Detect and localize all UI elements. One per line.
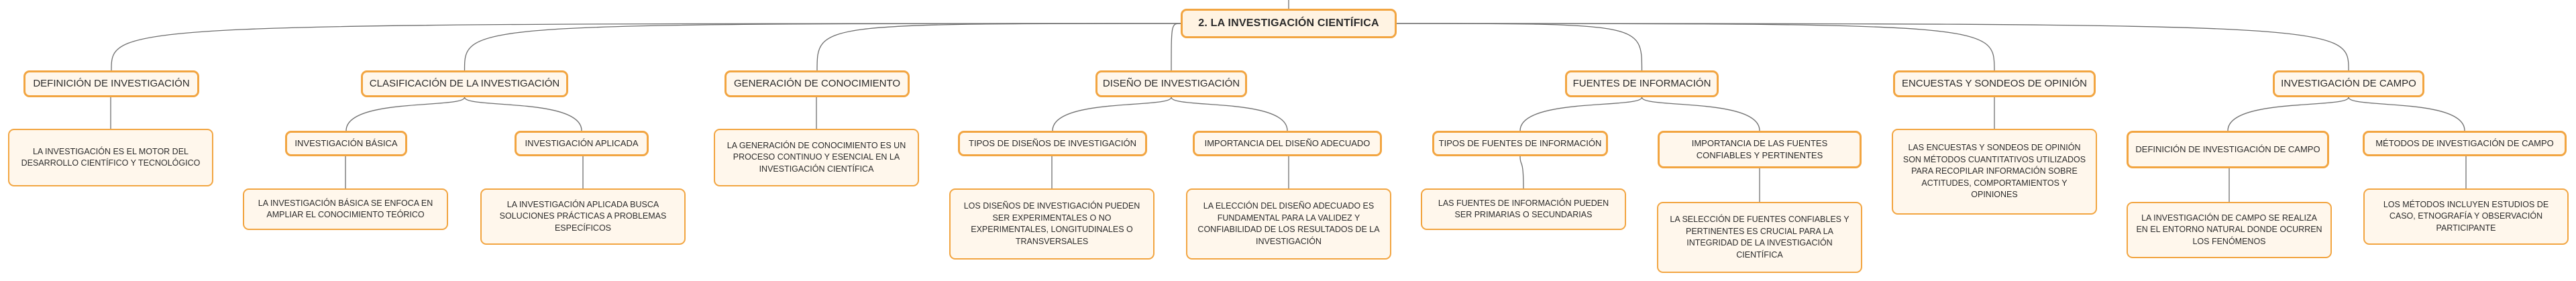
- connector-c3-s2: [1052, 97, 1172, 131]
- connector-root-c3: [1171, 23, 1181, 71]
- detail-metodos-campo: LOS MÉTODOS INCLUYEN ESTUDIOS DE CASO, E…: [2363, 188, 2569, 245]
- connector-c6-s7: [2348, 97, 2465, 131]
- detail-importancia-diseno: LA ELECCIÓN DEL DISEÑO ADECUADO ES FUNDA…: [1186, 188, 1391, 260]
- detail-generacion: LA GENERACIÓN DE CONOCIMIENTO ES UN PROC…: [714, 129, 919, 186]
- detail-basica: LA INVESTIGACIÓN BÁSICA SE ENFOCA EN AMP…: [243, 188, 448, 230]
- connector-c3-s3: [1171, 97, 1288, 131]
- category-definicion-investigacion[interactable]: DEFINICIÓN DE INVESTIGACIÓN: [23, 70, 199, 97]
- connector-root-c0: [111, 23, 1181, 71]
- category-diseno-investigacion[interactable]: DISEÑO DE INVESTIGACIÓN: [1095, 70, 1247, 97]
- subtopic-tipos-disenos[interactable]: TIPOS DE DISEÑOS DE INVESTIGACIÓN: [958, 131, 1147, 156]
- detail-definicion: LA INVESTIGACIÓN ES EL MOTOR DEL DESARRO…: [8, 129, 213, 186]
- connector-c4-s5: [1641, 97, 1760, 131]
- subtopic-importancia-diseno[interactable]: IMPORTANCIA DEL DISEÑO ADECUADO: [1193, 131, 1382, 156]
- subtopic-importancia-fuentes[interactable]: IMPORTANCIA DE LAS FUENTES CONFIABLES Y …: [1658, 131, 1862, 168]
- category-clasificacion-investigacion[interactable]: CLASIFICACIÓN DE LA INVESTIGACIÓN: [361, 70, 568, 97]
- connector-s4-d6: [1519, 156, 1524, 189]
- connector-root-c2: [816, 23, 1181, 71]
- connector-root-c5: [1396, 23, 1995, 71]
- subtopic-investigacion-basica[interactable]: INVESTIGACIÓN BÁSICA: [285, 131, 407, 156]
- detail-tipos-disenos: LOS DISEÑOS DE INVESTIGACIÓN PUEDEN SER …: [949, 188, 1155, 260]
- connector-root-c6: [1396, 23, 2349, 71]
- category-investigacion-campo[interactable]: INVESTIGACIÓN DE CAMPO: [2273, 70, 2424, 97]
- detail-encuestas: LAS ENCUESTAS Y SONDEOS DE OPINIÓN SON M…: [1892, 129, 2097, 215]
- connector-root-c1: [464, 23, 1181, 71]
- connector-c1-s0: [345, 97, 466, 131]
- detail-aplicada: LA INVESTIGACIÓN APLICADA BUSCA SOLUCION…: [480, 188, 686, 245]
- connector-root-c4: [1396, 23, 1643, 71]
- subtopic-tipos-fuentes[interactable]: TIPOS DE FUENTES DE INFORMACIÓN: [1432, 131, 1608, 156]
- connector-c6-s6: [2227, 97, 2349, 131]
- subtopic-metodos-campo[interactable]: MÉTODOS DE INVESTIGACIÓN DE CAMPO: [2363, 131, 2567, 156]
- category-generacion-conocimiento[interactable]: GENERACIÓN DE CONOCIMIENTO: [724, 70, 910, 97]
- connector-c1-s1: [464, 97, 582, 131]
- detail-importancia-fuentes: LA SELECCIÓN DE FUENTES CONFIABLES Y PER…: [1657, 202, 1862, 273]
- detail-tipos-fuentes: LAS FUENTES DE INFORMACIÓN PUEDEN SER PR…: [1421, 188, 1626, 230]
- connector-c4-s4: [1519, 97, 1643, 131]
- subtopic-investigacion-aplicada[interactable]: INVESTIGACIÓN APLICADA: [515, 131, 649, 156]
- detail-definicion-campo: LA INVESTIGACIÓN DE CAMPO SE REALIZA EN …: [2127, 202, 2332, 258]
- category-fuentes-informacion[interactable]: FUENTES DE INFORMACIÓN: [1565, 70, 1719, 97]
- subtopic-definicion-campo[interactable]: DEFINICIÓN DE INVESTIGACIÓN DE CAMPO: [2127, 131, 2329, 168]
- root-topic[interactable]: 2. LA INVESTIGACIÓN CIENTÍFICA: [1181, 9, 1397, 38]
- category-encuestas-sondeos[interactable]: ENCUESTAS Y SONDEOS DE OPINIÓN: [1893, 70, 2096, 97]
